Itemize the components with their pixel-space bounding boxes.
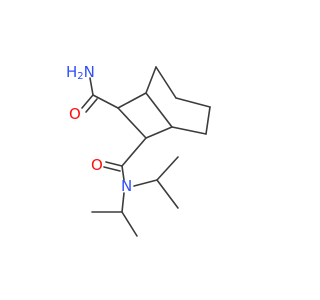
bond-carbonyl-nh2 [89,77,94,96]
bond-c1-c2 [117,92,147,109]
bond-carbonyl-o2-b [103,166,121,172]
amide-nitrogen-label: N [121,177,132,195]
bond-n-ch-left [121,192,125,213]
primary-amide-group [81,77,119,113]
bond-c6-c4 [171,126,207,135]
bond-c7-c3 [155,66,177,99]
bond-ch-left-me-down [121,211,138,237]
bond-carbonyl-o-b [85,98,98,113]
amide-nh2-label: H2N [66,63,95,82]
amide-oxygen-bottom-label: O [91,156,103,174]
amide-oxygen-top-label: O [69,105,81,123]
bond-carbonyl-n [121,165,125,181]
bond-c2-c7 [145,66,157,94]
bond-c5-c6 [205,106,211,135]
bond-carbonyl-o-a [81,94,94,109]
bond-ch-right-me-up [156,156,179,181]
bond-c2-c4 [145,92,173,128]
isopropyl-groups [91,156,179,237]
bond-c8-carbonyl [121,137,147,167]
tertiary-amide-group [103,137,147,181]
bond-c1-carbonyl [92,94,119,109]
bond-c3-c5 [175,97,211,108]
bond-ch-right-me-down [156,179,179,209]
bond-c8-c1 [117,107,147,139]
bond-n-ch-right [133,179,158,187]
bicyclic-core [117,66,211,139]
molecule-structure: H2N O O N [66,63,211,237]
bond-carbonyl-o2-a [105,161,123,167]
bond-c4-c8 [145,126,173,139]
